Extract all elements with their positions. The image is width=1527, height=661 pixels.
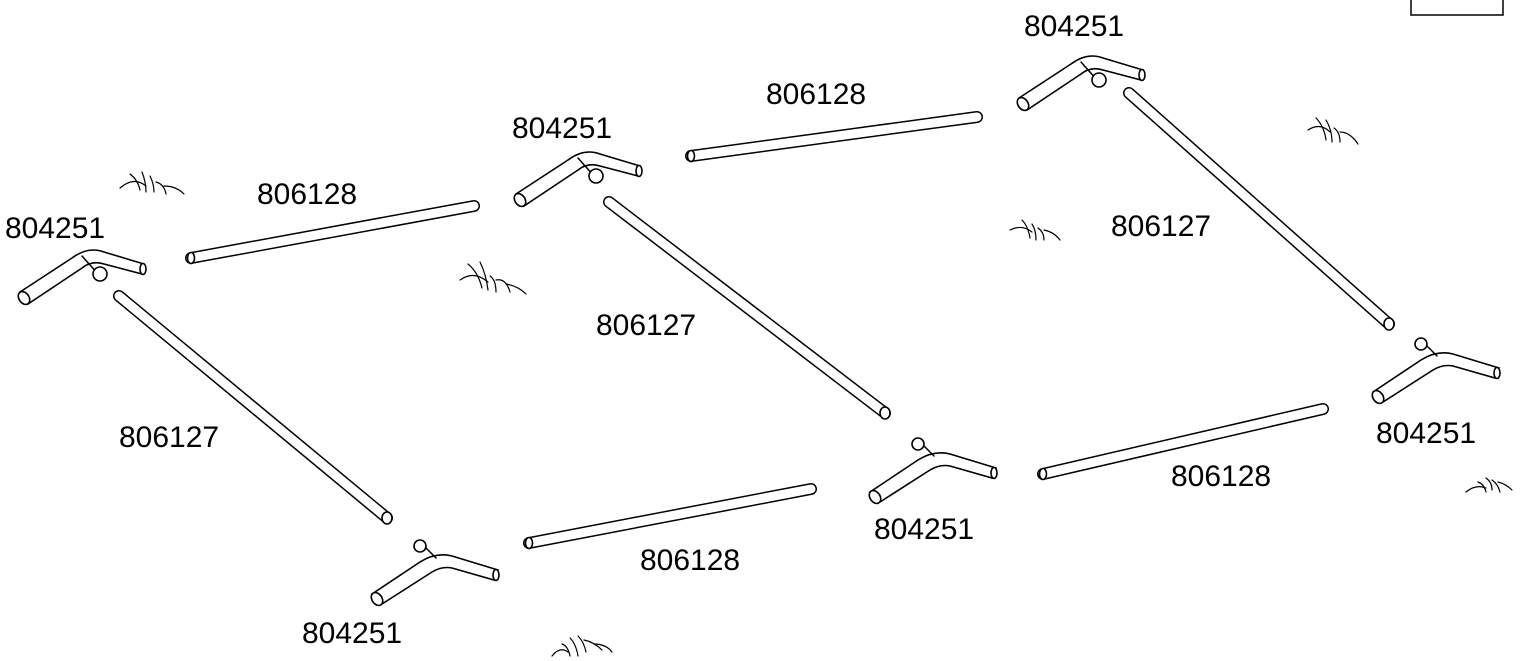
grass-icon: [459, 261, 527, 295]
tube-806128-top-left: [185, 200, 480, 265]
label-connector-top-right: 804251: [1024, 10, 1124, 43]
tube-806127-left: [113, 290, 393, 525]
label-tube-long-middle: 806127: [596, 309, 696, 342]
label-connector-bottom-left: 804251: [302, 617, 402, 650]
label-tube-top-left: 806128: [257, 178, 357, 211]
label-connector-left: 804251: [5, 212, 105, 245]
connector-804251-top-right: [1016, 55, 1146, 112]
connector-804251-bottom-left: [370, 539, 500, 607]
grass-icon: [119, 171, 185, 195]
label-tube-long-left: 806127: [119, 421, 219, 454]
connector-804251-top-middle: [513, 151, 643, 208]
label-tube-long-right: 806127: [1111, 210, 1211, 243]
connector-804251-bottom-right: [1371, 337, 1501, 405]
frame-corner: [1410, 0, 1504, 16]
label-tube-bottom-left: 806128: [640, 544, 740, 577]
connector-804251-bottom-middle: [868, 437, 998, 505]
label-connector-bottom-right: 804251: [1376, 417, 1476, 450]
label-connector-top-middle: 804251: [512, 112, 612, 145]
grass-icon: [1009, 219, 1061, 241]
tube-806127-middle: [603, 196, 891, 420]
grass-icon: [1307, 117, 1359, 145]
label-tube-top-middle: 806128: [766, 78, 866, 111]
connector-804251-left: [17, 249, 147, 306]
tube-806128-top-middle: [685, 111, 983, 163]
grass-icon: [1465, 477, 1513, 493]
tube-806127-right: [1123, 87, 1395, 331]
label-connector-bottom-middle: 804251: [874, 513, 974, 546]
label-tube-bottom-right: 806128: [1171, 460, 1271, 493]
grass-icon: [551, 635, 613, 657]
tube-806128-bottom-left: [523, 483, 817, 550]
tube-806128-bottom-right: [1037, 403, 1329, 481]
